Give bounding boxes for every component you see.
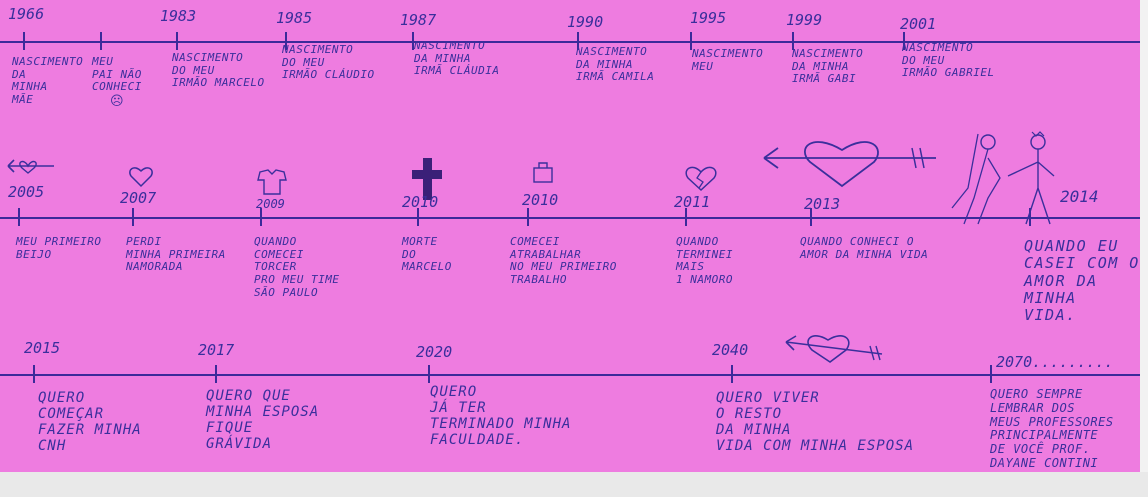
timeline-tick <box>176 32 178 50</box>
event-label: NASCIMENTO DO MEU IRMÃO CLÁUDIO <box>282 43 375 82</box>
event-label: NASCIMENTO MEU <box>692 47 764 73</box>
event-year: 2009 <box>256 197 285 211</box>
timeline-tick <box>690 32 692 50</box>
event-year: 2015 <box>24 339 61 357</box>
event-label: QUERO VIVER O RESTO DA MINHA VIDA COM MI… <box>716 390 915 455</box>
event-year: 1983 <box>160 7 197 25</box>
event-year: 2013 <box>804 195 841 213</box>
event-label: QUERO JÁ TER TERMINADO MINHA FACULDADE. <box>430 384 572 449</box>
timeline-tick <box>428 365 430 383</box>
event-year: 2010 <box>402 193 439 211</box>
heart-arrow-icon <box>763 141 936 188</box>
event-year: 1990 <box>567 13 604 31</box>
timeline-tick <box>810 208 812 226</box>
scan-border <box>0 472 1148 497</box>
event-year: 2011 <box>674 193 711 211</box>
event-year: 2001 <box>900 15 937 33</box>
bag-icon <box>533 162 553 183</box>
event-label: QUANDO COMECEI TORCER PRO MEU TIME SÃO P… <box>254 235 340 299</box>
event-year: 2017 <box>198 341 235 359</box>
event-year: 1987 <box>400 11 437 29</box>
event-year: 2014 <box>1060 187 1099 206</box>
timeline-tick <box>527 208 529 226</box>
event-label: QUANDO EU CASEI COM O AMOR DA MINHA VIDA… <box>1024 237 1140 324</box>
heart-arrow-icon <box>7 159 54 174</box>
event-year: 1995 <box>690 9 727 27</box>
timeline-tick <box>33 365 35 383</box>
event-year: 2070......... <box>996 353 1114 371</box>
event-year: 2005 <box>8 183 45 201</box>
event-label: PERDI MINHA PRIMEIRA NAMORADA <box>126 235 226 274</box>
event-label: NASCIMENTO DO MEU IRMÃO MARCELO <box>172 51 265 90</box>
shirt-icon <box>257 169 287 195</box>
timeline-tick <box>18 208 20 226</box>
timeline-tick <box>731 365 733 383</box>
timeline-tick <box>792 32 794 50</box>
event-label: QUANDO CONHECI O AMOR DA MINHA VIDA <box>800 235 929 261</box>
event-year: 2007 <box>120 189 157 207</box>
event-label: COMECEI ATRABALHAR NO MEU PRIMEIRO TRABA… <box>510 235 617 286</box>
timeline-tick <box>412 32 414 50</box>
timeline-tick <box>1029 208 1031 226</box>
timeline-tick <box>685 208 687 226</box>
event-year: 2020 <box>416 343 453 361</box>
event-label: NASCIMENTO DA MINHA IRMÃ GABI <box>792 47 864 86</box>
broken-heart-icon <box>685 166 717 192</box>
event-label: MORTE DO MARCELO <box>402 235 452 274</box>
timeline-tick <box>100 32 102 50</box>
event-label: QUERO SEMPRE LEMBRAR DOS MEUS PROFESSORE… <box>990 387 1114 470</box>
timeline-tick <box>215 365 217 383</box>
timeline-sheet: 1966 NASCIMENTO DA MINHA MÃE MEU PAI NÃO… <box>0 0 1140 472</box>
event-label: QUANDO TERMINEI MAIS 1 NAMORO <box>676 235 733 286</box>
event-year: 1966 <box>8 5 45 23</box>
timeline-tick <box>285 32 287 50</box>
heart-arrow-icon <box>785 335 883 363</box>
timeline-tick <box>417 208 419 226</box>
heart-icon <box>129 167 153 188</box>
event-year: 2040 <box>712 341 749 359</box>
cross-icon <box>412 158 442 200</box>
timeline-tick <box>132 208 134 226</box>
couple-drawing <box>951 131 1055 225</box>
timeline-line-2 <box>0 217 1140 219</box>
event-label: MEU PRIMEIRO BEIJO <box>16 235 102 261</box>
timeline-tick <box>577 32 579 50</box>
event-label: NASCIMENTO DA MINHA MÃE <box>12 55 84 106</box>
timeline-tick <box>23 32 25 50</box>
event-label: QUERO COMEÇAR FAZER MINHA CNH <box>38 390 142 455</box>
event-label: QUERO QUE MINHA ESPOSA FIQUE GRÁVIDA <box>206 388 320 453</box>
event-label: NASCIMENTO DA MINHA IRMÃ CAMILA <box>576 45 655 84</box>
event-label: NASCIMENTO DA MINHA IRMÃ CLÁUDIA <box>414 39 500 78</box>
timeline-line-1 <box>0 41 1140 43</box>
timeline-tick <box>903 32 905 50</box>
sad-face-icon: ☹ <box>110 94 124 109</box>
timeline-line-3 <box>0 374 1140 376</box>
timeline-tick <box>260 208 262 226</box>
event-year: 1999 <box>786 11 823 29</box>
event-year: 1985 <box>276 9 313 27</box>
event-label: NASCIMENTO DO MEU IRMÃO GABRIEL <box>902 41 995 80</box>
event-label: MEU PAI NÃO CONHECI <box>92 55 142 94</box>
timeline-tick <box>990 365 992 383</box>
event-year: 2010 <box>522 191 559 209</box>
